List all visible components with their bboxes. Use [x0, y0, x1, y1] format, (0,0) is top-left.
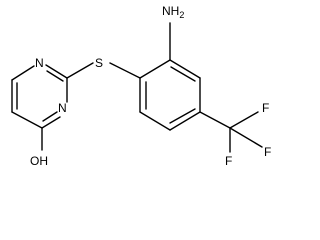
bond-c4-cf3	[199, 111, 231, 129]
bond-s-c1	[109, 62, 141, 79]
bond-n3-c4	[41, 116, 61, 129]
bond-c1-c2	[139, 59, 171, 79]
bond-c4-c5	[169, 111, 201, 131]
bond-n1-c2-inner	[46, 70, 64, 82]
bond-c6-n1	[11, 65, 35, 81]
atom-nh: NH	[162, 4, 179, 18]
bond-c5-c6b	[139, 111, 171, 131]
bond-cf3-f-right	[229, 127, 263, 148]
bond-c4-c5	[11, 111, 43, 129]
bonds	[11, 22, 263, 153]
bond-n1-c2	[45, 64, 68, 79]
bond-c2-c3-inner	[170, 66, 196, 82]
atom-f-right: F	[264, 145, 271, 159]
bond-c2-c3	[169, 59, 201, 79]
atom-labels: N N S OH NH2 F F F	[30, 4, 271, 168]
atom-n-upper: N	[35, 56, 44, 70]
atom-oh: OH	[30, 154, 48, 168]
bond-c2-s	[66, 62, 94, 79]
atom-f-top: F	[262, 101, 269, 115]
bond-cf3-f-top	[229, 111, 259, 129]
atom-nh2-subscript: 2	[179, 10, 184, 20]
structure-diagram: N N S OH NH2 F F F	[11, 4, 271, 168]
atom-f-left: F	[225, 154, 232, 168]
atom-n-lower: N	[58, 101, 67, 115]
bond-n3-c4-inner	[42, 111, 58, 122]
atom-nh2: NH2	[162, 4, 184, 20]
atom-s: S	[95, 56, 103, 70]
bond-c4-c5-inner	[169, 108, 196, 124]
